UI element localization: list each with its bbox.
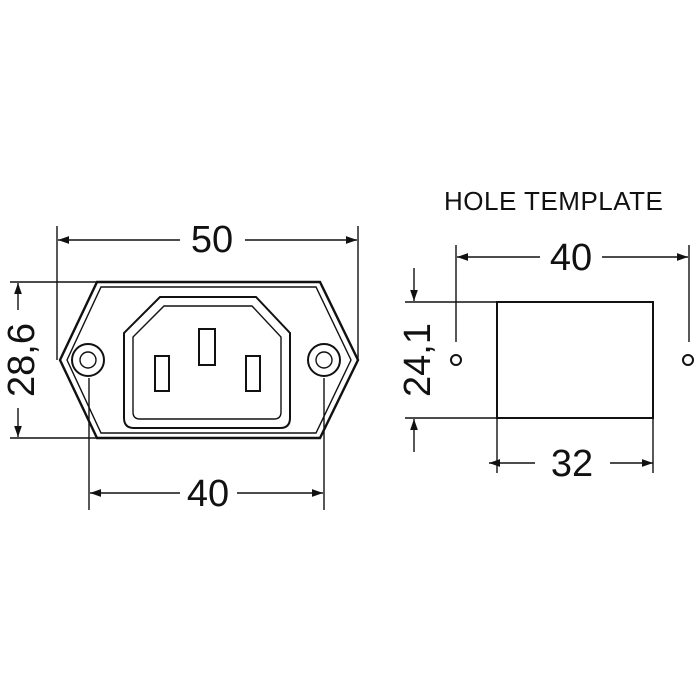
- connector-flange-inner: [66, 286, 352, 434]
- dim-overall-width-label: 50: [191, 219, 233, 261]
- dim-cutout-height-label: 24,1: [397, 323, 439, 397]
- right-mount-hole-outer: [307, 343, 341, 377]
- socket-outer: [123, 296, 291, 429]
- left-template-hole: [450, 354, 462, 366]
- dim-mount-spacing-label: 40: [187, 473, 229, 515]
- dim-template-spacing-label: 40: [550, 237, 592, 279]
- dim-cutout-height: 24,1: [397, 268, 497, 452]
- line-pin: [154, 355, 170, 392]
- dim-overall-width: 50: [56, 219, 359, 360]
- hole-template: [450, 301, 694, 419]
- dim-height-label: 28,6: [1, 323, 43, 397]
- dim-cutout-width: 32: [489, 418, 654, 485]
- left-mount-hole-inner: [79, 351, 97, 369]
- right-template-hole: [682, 354, 694, 366]
- earth-pin: [198, 328, 216, 366]
- dim-template-spacing: 40: [455, 237, 690, 342]
- connector-view: [58, 280, 360, 440]
- hole-template-title: HOLE TEMPLATE: [444, 186, 663, 216]
- cutout-rect: [496, 301, 654, 419]
- dim-cutout-width-label: 32: [551, 443, 593, 485]
- dim-mount-spacing: 40: [88, 378, 325, 515]
- left-mount-hole-outer: [71, 343, 105, 377]
- neutral-pin: [245, 355, 261, 392]
- dim-height: 28,6: [1, 281, 97, 439]
- socket-inner: [132, 305, 282, 420]
- right-mount-hole-inner: [315, 351, 333, 369]
